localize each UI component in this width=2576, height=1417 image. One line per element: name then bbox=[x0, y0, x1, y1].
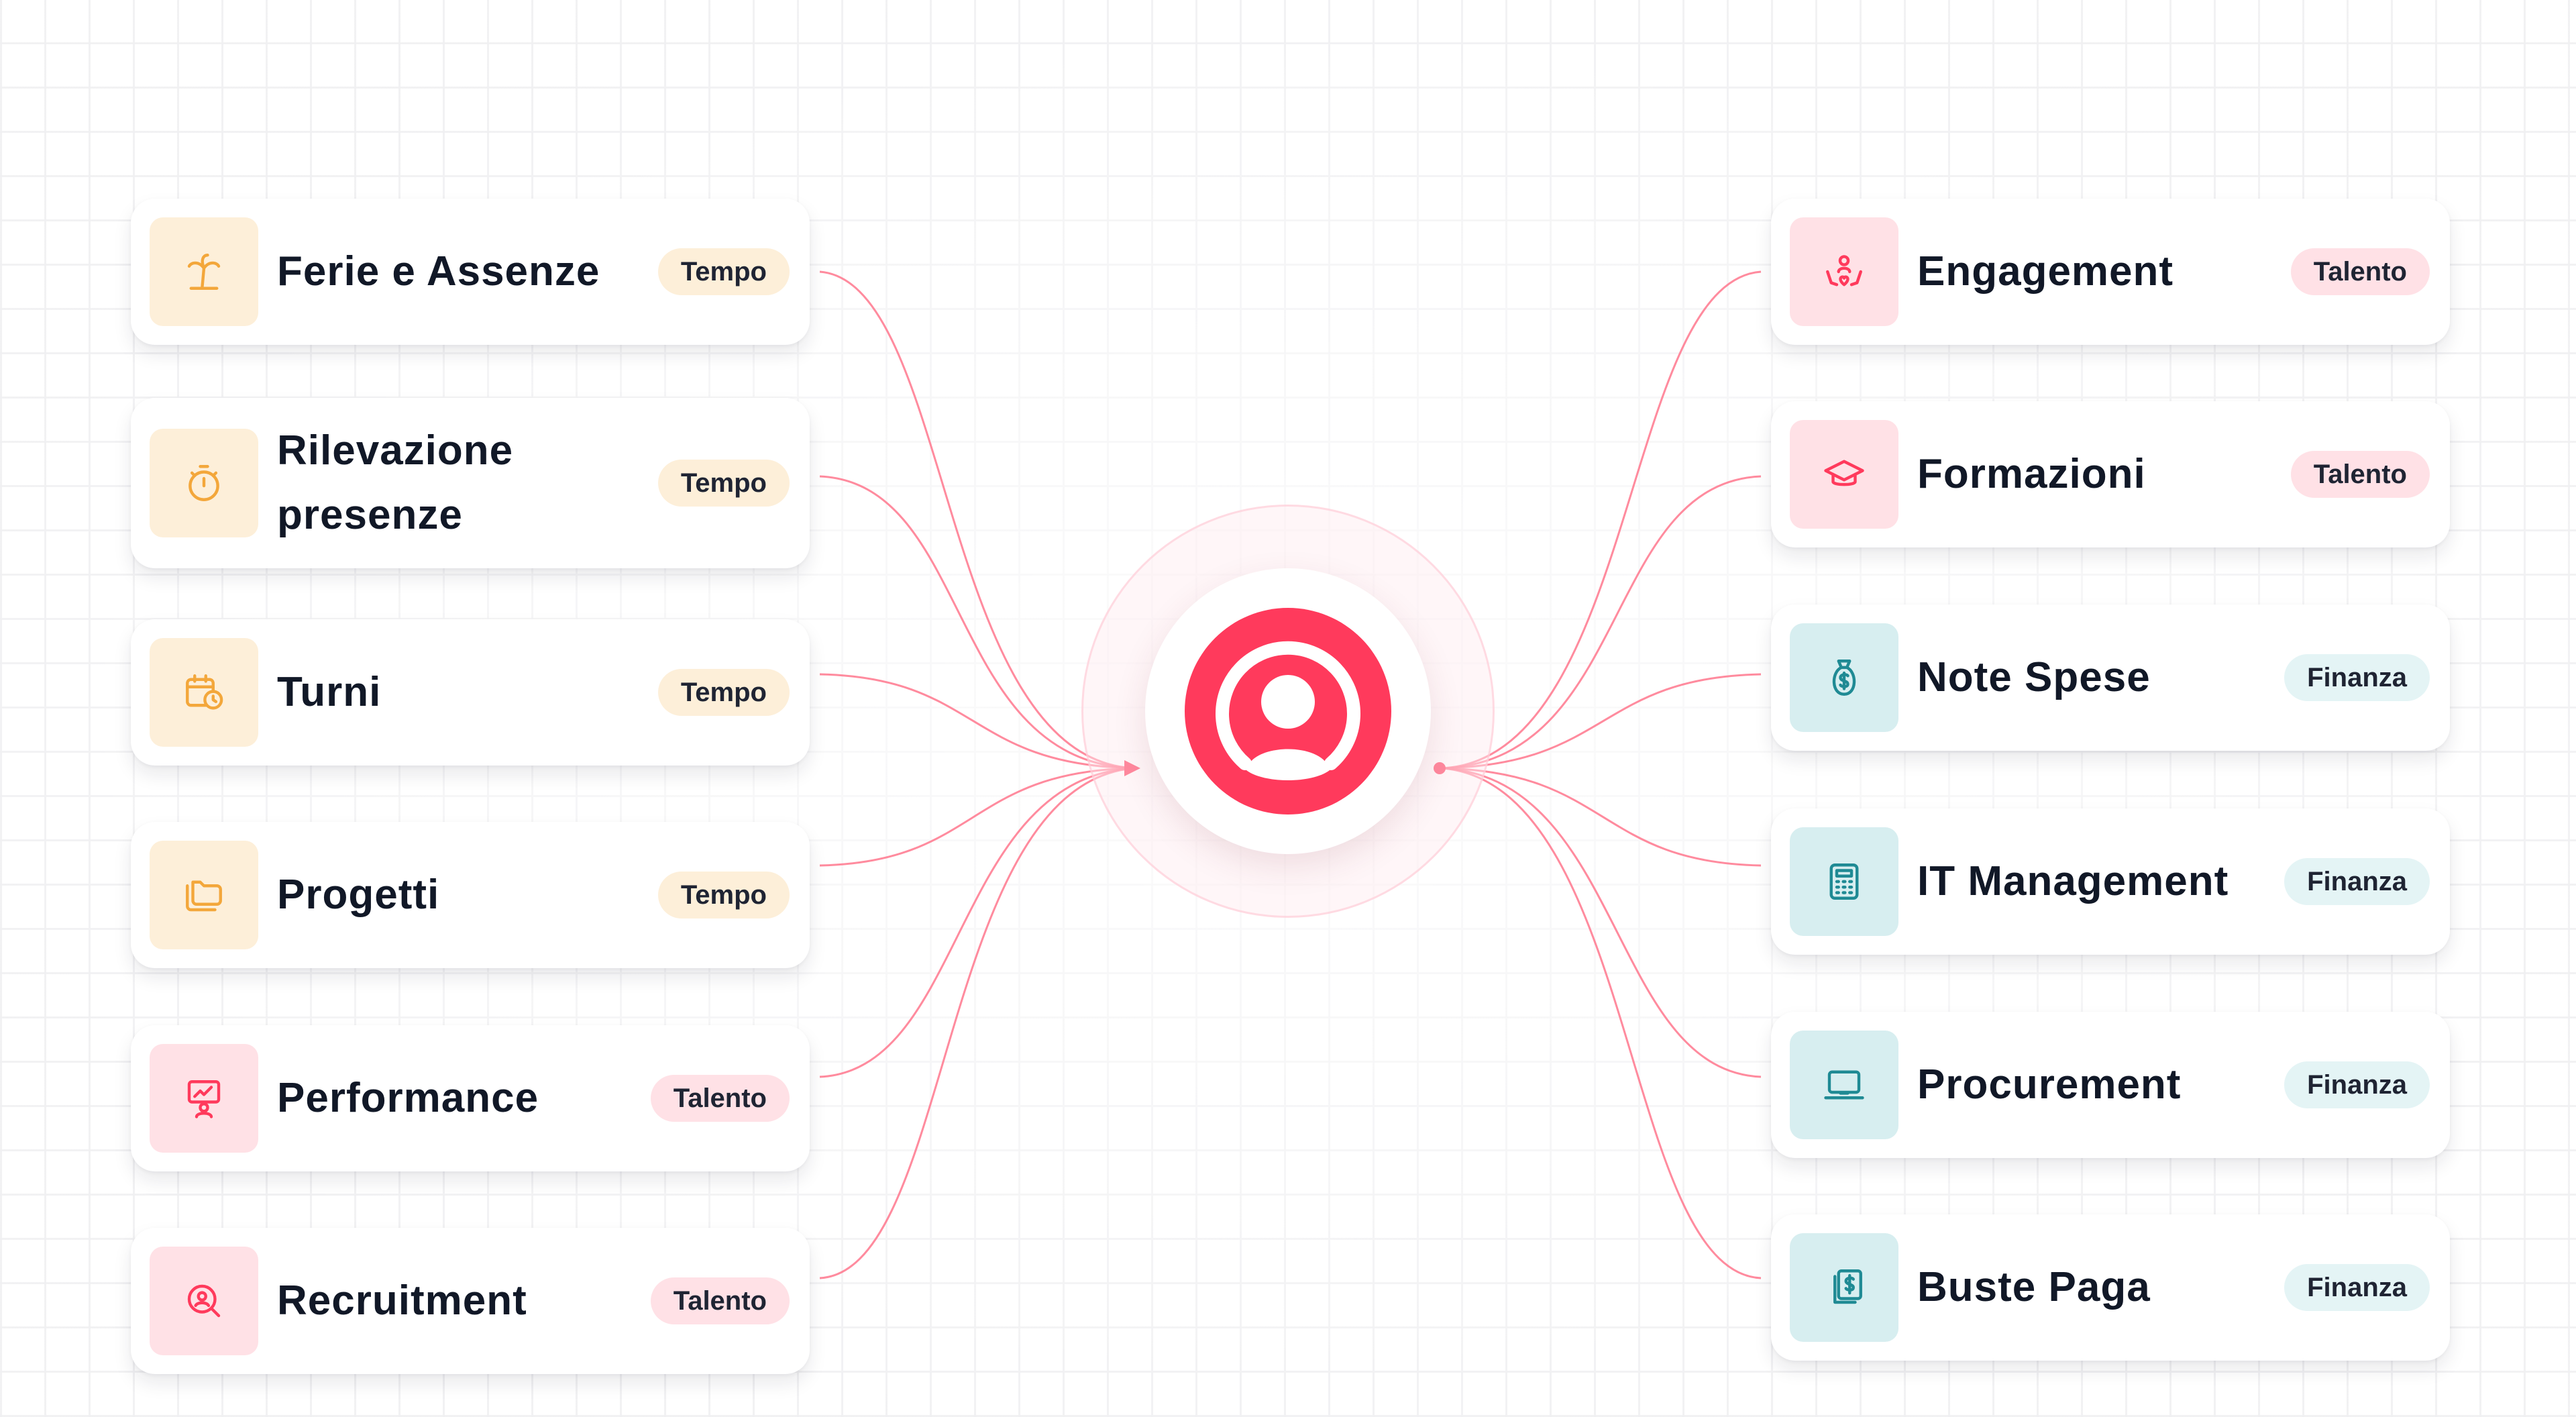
module-card-buste-paga[interactable]: Buste Paga Finanza bbox=[1771, 1214, 2450, 1361]
graduation-cap-icon bbox=[1824, 460, 1864, 486]
module-card-procurement[interactable]: Procurement Finanza bbox=[1771, 1012, 2450, 1158]
module-label: Note Spese bbox=[1917, 654, 2151, 700]
connector-progetti bbox=[819, 767, 1134, 867]
category-badge: Finanza bbox=[2284, 858, 2430, 905]
connector-recruitment bbox=[819, 767, 1134, 1279]
connector-engagement bbox=[1442, 270, 1762, 770]
module-card-rilevazione-presenze[interactable]: Rilevazione presenze Tempo bbox=[131, 398, 810, 568]
module-label: Procurement bbox=[1917, 1061, 2182, 1108]
category-badge: Tempo bbox=[657, 669, 790, 716]
module-card-formazioni[interactable]: Formazioni Talento bbox=[1771, 401, 2450, 547]
connector-performance bbox=[819, 767, 1134, 1078]
module-label: Ferie e Assenze bbox=[277, 248, 600, 295]
presentation-person-icon bbox=[187, 1080, 221, 1118]
module-label: Formazioni bbox=[1917, 451, 2146, 497]
icon-tile bbox=[1790, 1233, 1898, 1342]
connector-formazioni bbox=[1442, 475, 1762, 770]
category-badge: Finanza bbox=[2284, 654, 2430, 701]
icon-tile bbox=[150, 841, 258, 949]
palm-tree-icon bbox=[187, 254, 221, 290]
category-badge: Talento bbox=[2290, 248, 2430, 295]
module-card-it-management[interactable]: IT Management Finanza bbox=[1771, 808, 2450, 955]
calculator-icon bbox=[1829, 863, 1859, 900]
module-card-turni[interactable]: Turni Tempo bbox=[131, 619, 810, 766]
search-person-icon bbox=[187, 1284, 221, 1318]
category-badge: Tempo bbox=[657, 460, 790, 507]
icon-tile bbox=[150, 1247, 258, 1355]
module-label: Turni bbox=[277, 669, 382, 715]
icon-tile bbox=[1790, 827, 1898, 936]
money-bag-icon bbox=[1832, 660, 1856, 696]
module-label: Progetti bbox=[277, 872, 440, 918]
icon-tile bbox=[150, 429, 258, 537]
laptop-icon bbox=[1824, 1070, 1864, 1100]
category-badge: Talento bbox=[650, 1075, 790, 1122]
icon-tile bbox=[150, 217, 258, 326]
connector-note-spese bbox=[1442, 673, 1762, 770]
module-card-engagement[interactable]: Engagement Talento bbox=[1771, 199, 2450, 345]
icon-tile bbox=[150, 638, 258, 747]
icon-tile bbox=[150, 1044, 258, 1153]
module-card-performance[interactable]: Performance Talento bbox=[131, 1025, 810, 1171]
module-card-recruitment[interactable]: Recruitment Talento bbox=[131, 1228, 810, 1374]
connector-rilevazione bbox=[819, 475, 1134, 770]
module-label: Recruitment bbox=[277, 1277, 527, 1324]
module-card-note-spese[interactable]: Note Spese Finanza bbox=[1771, 605, 2450, 751]
folder-icon bbox=[186, 880, 222, 912]
icon-tile bbox=[1790, 1031, 1898, 1139]
icon-tile bbox=[1790, 623, 1898, 732]
module-label: Buste Paga bbox=[1917, 1264, 2151, 1310]
module-label: Rilevazione presenze bbox=[277, 427, 514, 538]
connector-buste-paga bbox=[1442, 767, 1762, 1279]
category-badge: Talento bbox=[2290, 451, 2430, 498]
icon-tile bbox=[1790, 217, 1898, 326]
connector-procurement bbox=[1442, 767, 1762, 1078]
people-heart-icon bbox=[1826, 255, 1862, 286]
module-card-ferie-e-assenze[interactable]: Ferie e Assenze Tempo bbox=[131, 199, 810, 345]
module-card-progetti[interactable]: Progetti Tempo bbox=[131, 822, 810, 968]
stopwatch-icon bbox=[189, 465, 219, 501]
connector-ferie bbox=[819, 270, 1134, 770]
category-badge: Tempo bbox=[657, 248, 790, 295]
category-badge: Finanza bbox=[2284, 1061, 2430, 1108]
payslip-dollar-icon bbox=[1833, 1269, 1862, 1304]
category-badge: Finanza bbox=[2284, 1264, 2430, 1311]
user-circle-logo-icon bbox=[1185, 608, 1391, 815]
icon-tile bbox=[1790, 420, 1898, 529]
module-label: Engagement bbox=[1917, 248, 2174, 295]
connector-it-management bbox=[1442, 767, 1762, 867]
module-label: Performance bbox=[277, 1075, 539, 1121]
category-badge: Talento bbox=[650, 1277, 790, 1324]
module-label: IT Management bbox=[1917, 858, 2229, 904]
shift-calendar-icon bbox=[186, 674, 223, 710]
category-badge: Tempo bbox=[657, 872, 790, 919]
connector-turni bbox=[819, 673, 1134, 770]
